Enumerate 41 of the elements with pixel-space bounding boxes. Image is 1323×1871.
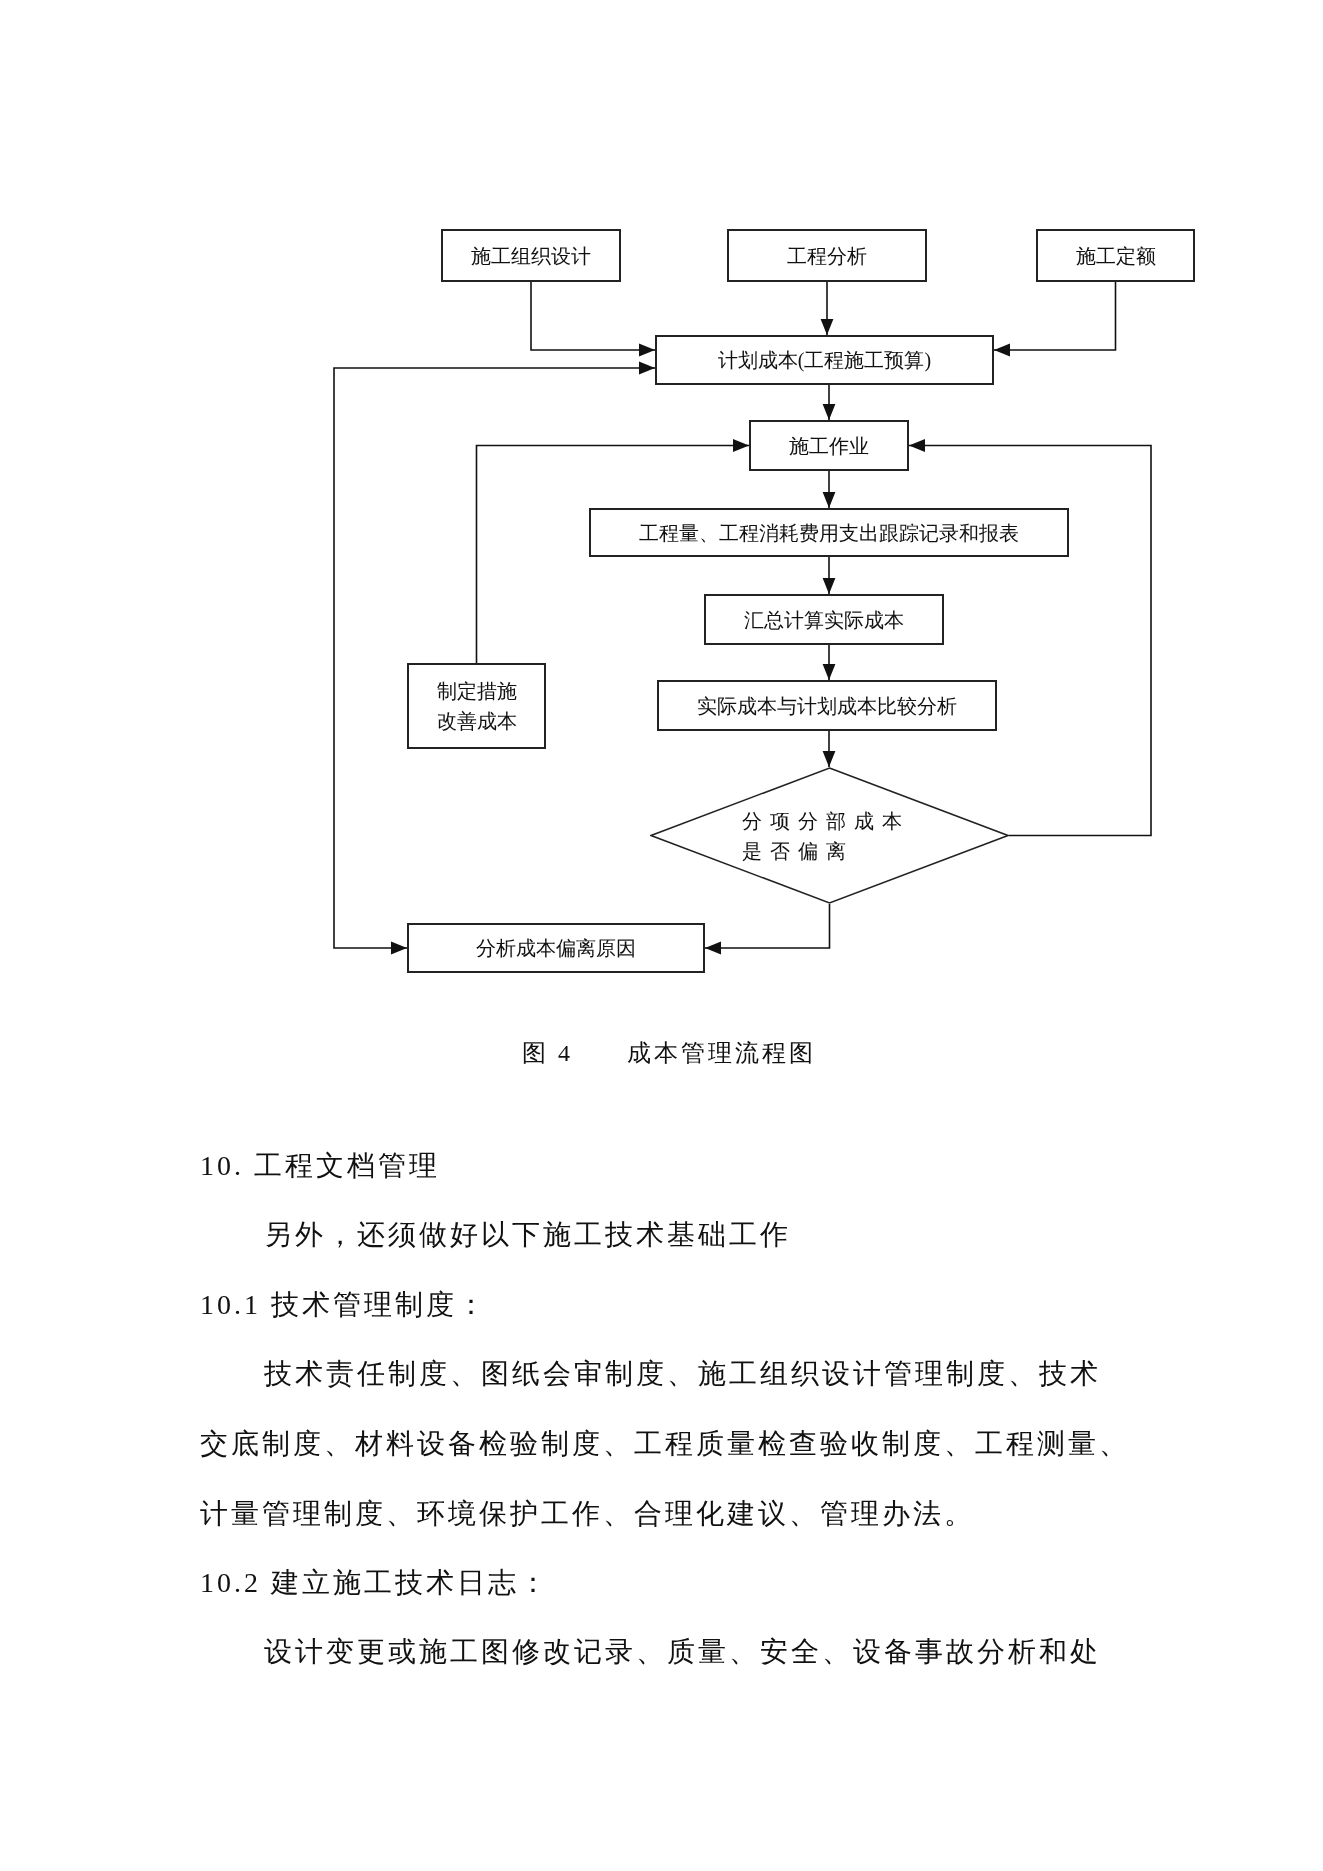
process-box xyxy=(407,663,546,749)
node-label: 施工定额 xyxy=(1075,243,1156,269)
process-box xyxy=(407,923,705,973)
arrow xyxy=(822,384,836,421)
node-label: 施工作业 xyxy=(789,433,869,459)
node-label: 实际成本与计划成本比较分析 xyxy=(697,693,957,719)
node-label: 计划成本(工程施工预算) xyxy=(717,348,932,374)
arrow xyxy=(530,281,656,357)
paragraph: 设计变更或施工图修改记录、质量、安全、设备事故分析和处 xyxy=(263,1635,1102,1669)
node-label: 分项分部成本是否偏离 xyxy=(741,808,911,864)
arrow xyxy=(822,644,836,681)
node-label: 汇总计算实际成本 xyxy=(744,607,904,633)
section-heading: 10. 工程文档管理 xyxy=(200,1149,441,1183)
section-heading: 10.2 建立施工技术日志： xyxy=(200,1566,551,1600)
arrow xyxy=(822,556,836,595)
section-heading: 10.1 技术管理制度： xyxy=(200,1288,489,1322)
process-box xyxy=(704,594,944,645)
node-label: 分析成本偏离原因 xyxy=(476,936,636,961)
arrow xyxy=(820,281,834,336)
process-box xyxy=(655,335,994,385)
process-box xyxy=(749,420,909,471)
process-box xyxy=(589,508,1069,557)
arrow xyxy=(822,730,836,768)
arrow xyxy=(333,361,656,955)
figure-caption: 图 4 成本管理流程图 xyxy=(522,1039,816,1068)
node-label: 施工组织设计 xyxy=(471,243,591,269)
decision-diamond xyxy=(650,767,1009,904)
process-box xyxy=(1036,229,1195,282)
node-label: 工程量、工程消耗费用支出跟踪记录和报表 xyxy=(639,520,1019,546)
node-label: 工程分析 xyxy=(787,243,867,269)
arrow xyxy=(704,903,831,955)
process-box xyxy=(727,229,927,282)
arrow xyxy=(822,470,836,509)
arrow xyxy=(993,281,1117,357)
process-box xyxy=(657,680,997,731)
paragraph: 另外，还须做好以下施工技术基础工作 xyxy=(263,1218,792,1252)
process-box xyxy=(441,229,621,282)
arrow xyxy=(908,439,1152,837)
paragraph: 技术责任制度、图纸会审制度、施工组织设计管理制度、技术交底制度、材料设备检验制度、工程质量检查验收制度、工程测量、计量管理制度、环境保护工作、合理化建议、管理办法。 xyxy=(200,1357,1130,1531)
node-label: 制定措施改善成本 xyxy=(435,679,518,734)
arrow xyxy=(475,439,750,664)
